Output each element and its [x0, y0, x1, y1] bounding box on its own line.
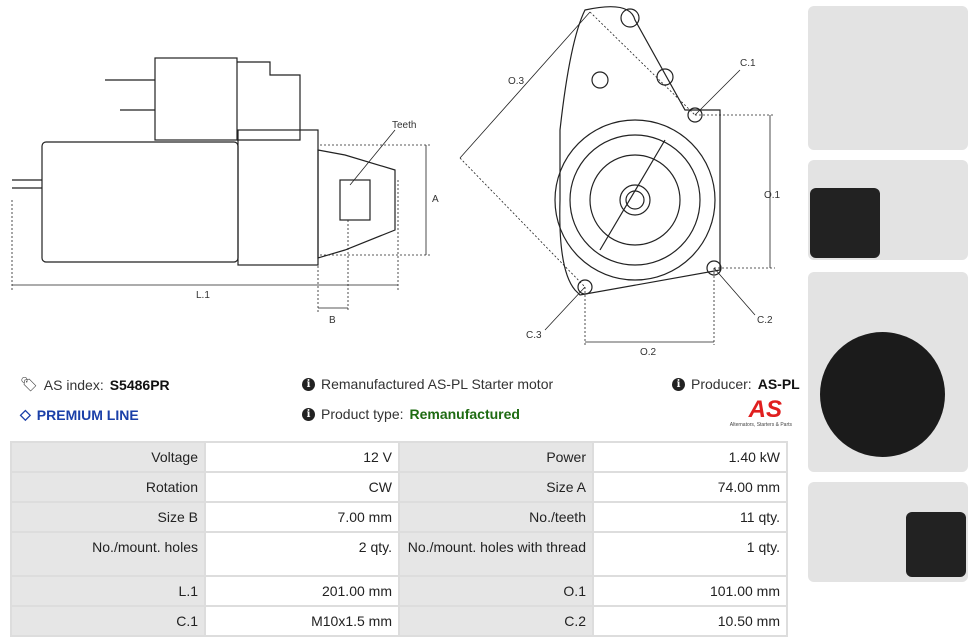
spec-value: CW — [204, 471, 400, 503]
premium-line: ◇ PREMIUM LINE — [20, 406, 139, 423]
as-index-value: S5486PR — [109, 376, 170, 393]
spec-value: 74.00 mm — [592, 471, 788, 503]
info-icon: i — [672, 377, 685, 391]
label-c3: C.3 — [526, 330, 542, 341]
spec-value: 12 V — [204, 441, 400, 473]
label-c1: C.1 — [740, 58, 756, 69]
spec-value: 1.40 kW — [592, 441, 788, 473]
spec-label: Size A — [398, 471, 594, 503]
spec-value: 7.00 mm — [204, 501, 400, 533]
front-view-diagram — [459, 6, 775, 345]
spec-label: No./mount. holes with thread — [398, 531, 594, 577]
product-photo-side[interactable] — [808, 160, 968, 260]
spec-value: 101.00 mm — [592, 575, 788, 607]
premium-label: PREMIUM LINE — [36, 406, 139, 423]
logo-tagline: Alternators, Starters & Parts — [729, 422, 792, 428]
label-teeth: Teeth — [392, 120, 417, 131]
description-text: Remanufactured AS-PL Starter motor — [321, 376, 554, 392]
product-photo-rear[interactable] — [808, 272, 968, 472]
spec-label: C.2 — [398, 605, 594, 637]
spec-value: 201.00 mm — [204, 575, 400, 607]
label-o3: O.3 — [508, 76, 525, 87]
as-index: 🏷 AS index: S5486PR — [20, 376, 170, 393]
producer: i Producer: AS-PL — [672, 376, 800, 392]
product-type: i Product type: Remanufactured — [302, 406, 520, 422]
label-c2: C.2 — [757, 315, 773, 326]
as-index-label: AS index: — [43, 376, 104, 393]
description: i Remanufactured AS-PL Starter motor — [302, 376, 553, 392]
spec-label: O.1 — [398, 575, 594, 607]
as-pl-logo: AS Alternators, Starters & Parts — [700, 396, 792, 429]
label-o1: O.1 — [764, 190, 781, 201]
spec-label: Voltage — [10, 441, 206, 473]
spec-label: Power — [398, 441, 594, 473]
spec-value: 11 qty. — [592, 501, 788, 533]
spec-label: Rotation — [10, 471, 206, 503]
label-o2: O.2 — [640, 347, 657, 358]
spec-value: M10x1.5 mm — [204, 605, 400, 637]
product-photo-side-2[interactable] — [808, 482, 968, 582]
diamond-icon: ◇ — [20, 406, 31, 422]
spec-label: L.1 — [10, 575, 206, 607]
info-icon: i — [302, 407, 315, 421]
spec-label: Size B — [10, 501, 206, 533]
product-type-label: Product type: — [321, 406, 404, 422]
info-icon: i — [302, 377, 315, 391]
spec-label: No./mount. holes — [10, 531, 206, 577]
spec-label: No./teeth — [398, 501, 594, 533]
spec-label: C.1 — [10, 605, 206, 637]
label-b: B — [329, 315, 336, 326]
side-view-diagram — [11, 57, 430, 312]
producer-value: AS-PL — [757, 376, 800, 392]
tag-icon: 🏷 — [20, 376, 38, 392]
product-photo-front[interactable] — [808, 6, 968, 150]
spec-value: 2 qty. — [204, 531, 400, 577]
spec-value: 10.50 mm — [592, 605, 788, 637]
label-l1: L.1 — [196, 290, 210, 301]
product-type-value: Remanufactured — [409, 406, 520, 422]
spec-value: 1 qty. — [592, 531, 788, 577]
label-a: A — [432, 194, 439, 205]
logo-text: AS — [748, 396, 782, 423]
producer-label: Producer: — [691, 376, 752, 392]
